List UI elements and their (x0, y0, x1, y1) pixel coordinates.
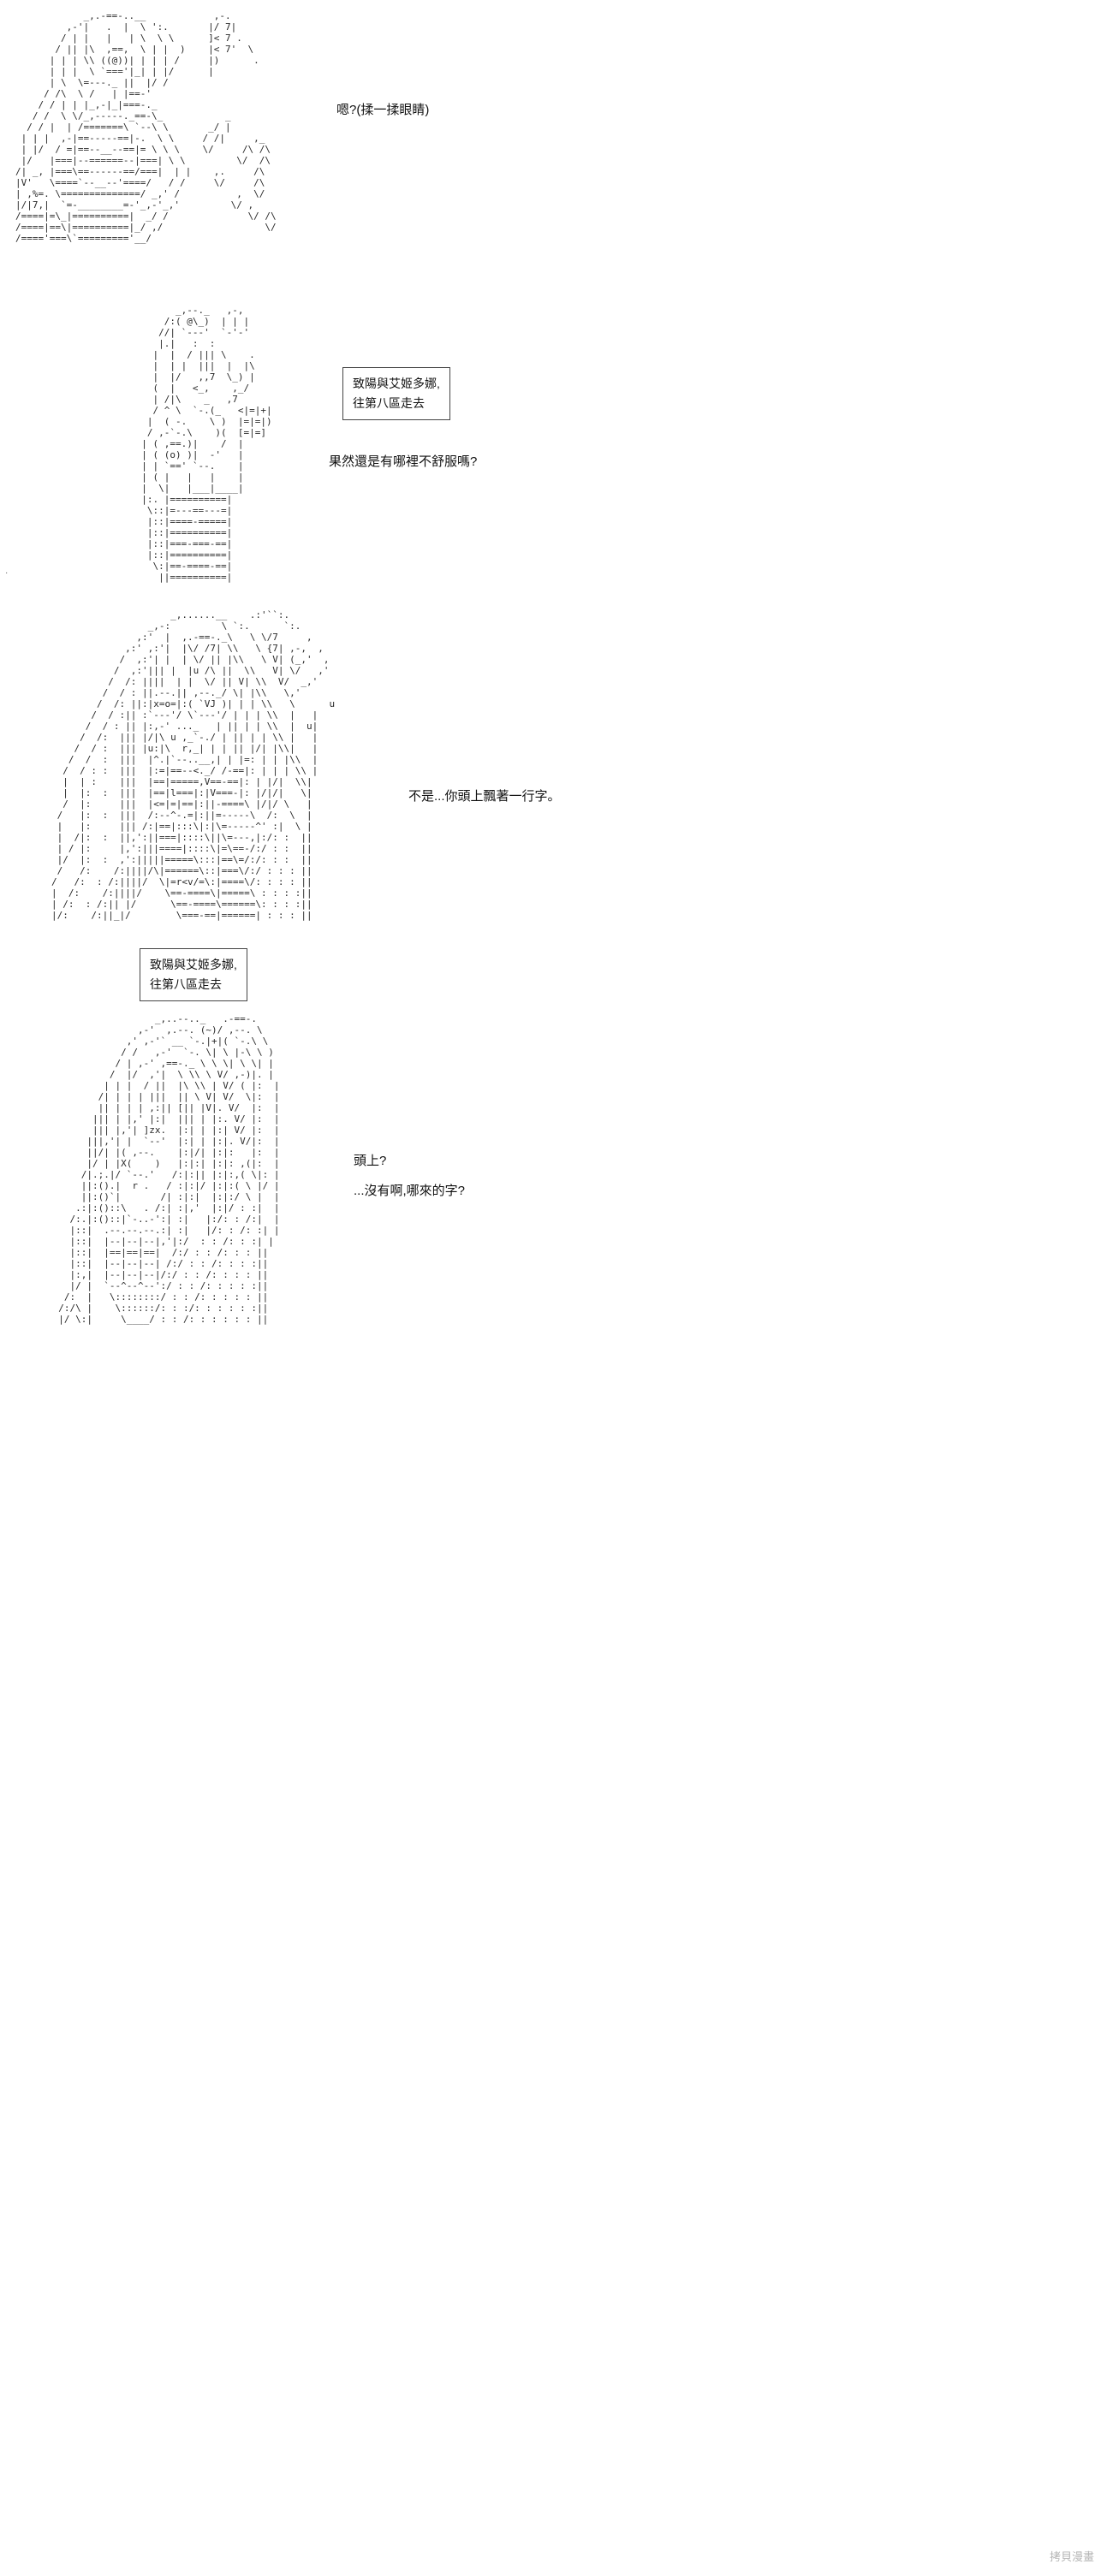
dialogue-panel-3: 不是...你頭上飄著一行字。 (408, 789, 561, 804)
caption-box-2-line-2: 往第八區走去 (150, 977, 222, 991)
caption-box-1-line-2: 往第八區走去 (353, 396, 425, 410)
caption-box-2: 致陽與艾姬多娜, 往第八區走去 (140, 948, 247, 1001)
caption-box-1-line-1: 致陽與艾姬多娜, (353, 377, 440, 390)
caption-box-1: 致陽與艾姬多娜, 往第八區走去 (342, 367, 450, 420)
dialogue-panel-2: 果然還是有哪裡不舒服嗎? (329, 454, 478, 469)
stray-dot: · (5, 568, 9, 578)
watermark: 拷貝漫畫 (1049, 2550, 1094, 2563)
caption-box-2-line-1: 致陽與艾姬多娜, (150, 958, 237, 971)
dialogue-panel-4-line-1: 頭上? (354, 1154, 387, 1168)
ascii-art-panel-4: _,..--.._ .-==-. ,-' ,.--. (~)/ ,--. \ ,… (58, 1013, 280, 1325)
ascii-art-panel-3: _,......__ .:'``:. _,-: \ `:. `:. ,:' | … (51, 609, 336, 921)
ascii-art-panel-1: _,.-==-..__ ,-. ,-'| . | \ ':. |/ 7| / |… (15, 10, 277, 244)
dialogue-panel-4-line-2: ...沒有啊,哪來的字? (354, 1184, 466, 1198)
ascii-art-panel-2: _,--._ ,-, /:( @\_) | | | //| `---' `-'-… (141, 305, 272, 583)
dialogue-panel-1: 嗯?(揉一揉眼睛) (336, 103, 430, 117)
